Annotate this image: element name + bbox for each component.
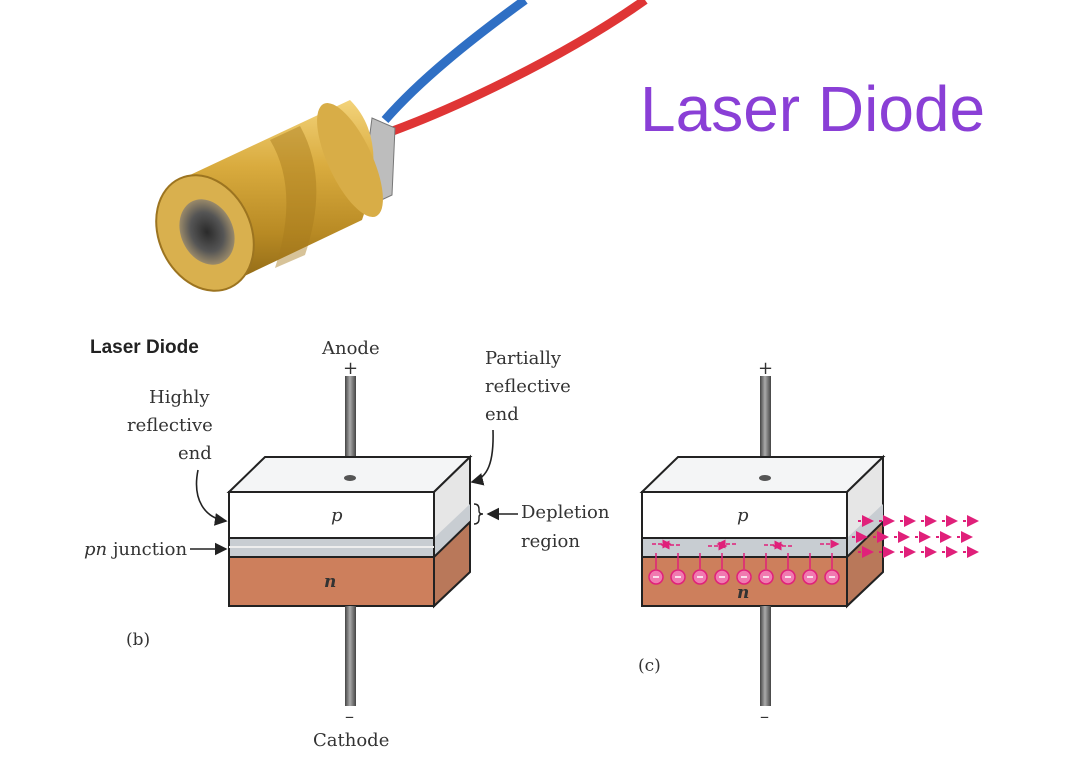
photo-title: Laser Diode: [640, 73, 985, 145]
diagram-c: p n + – (c): [638, 358, 979, 727]
cathode-lead: [345, 606, 356, 706]
depletion-brace: [473, 503, 484, 525]
p-label: p: [331, 505, 343, 526]
red-wire: [388, 0, 648, 137]
anode-lead-c: [760, 376, 771, 482]
highly-reflective-arrow: [195, 469, 228, 526]
plus-sign-c: +: [758, 358, 773, 379]
lens-aperture: [179, 199, 235, 265]
depletion-region-label: Depletion region: [521, 502, 615, 552]
block-top-face-c: [639, 456, 886, 493]
partially-reflective-arrow: [470, 429, 494, 486]
fig-b-label: (b): [126, 630, 150, 650]
partially-reflective-label: Partially reflective end: [485, 348, 577, 425]
pn-junction-label: pn junction: [84, 539, 188, 560]
n-layer: [228, 556, 435, 607]
blue-wire: [381, 0, 528, 123]
anode-lead: [345, 376, 356, 482]
anode-label: Anode: [321, 338, 380, 359]
n-label: n: [324, 572, 336, 592]
emitted-photon-arrows: [852, 515, 979, 558]
recombination-electrons: [648, 539, 840, 585]
cathode-lead-c: [760, 606, 771, 706]
laser-module-photo: [155, 0, 648, 292]
p-label-c: p: [737, 505, 749, 526]
highly-reflective-label: Highly reflective end: [127, 387, 219, 464]
block-top-face: [226, 456, 473, 493]
minus-sign-b: –: [345, 706, 354, 727]
diagram-heading: Laser Diode: [90, 337, 199, 358]
diagram-b: Laser Diode p n Anode + – Cathode Highly…: [84, 337, 615, 751]
minus-sign-c: –: [760, 706, 769, 727]
cathode-label: Cathode: [313, 730, 389, 751]
n-label-c: n: [737, 583, 749, 603]
fig-c-label: (c): [638, 656, 661, 676]
plus-sign-b: +: [343, 358, 358, 379]
